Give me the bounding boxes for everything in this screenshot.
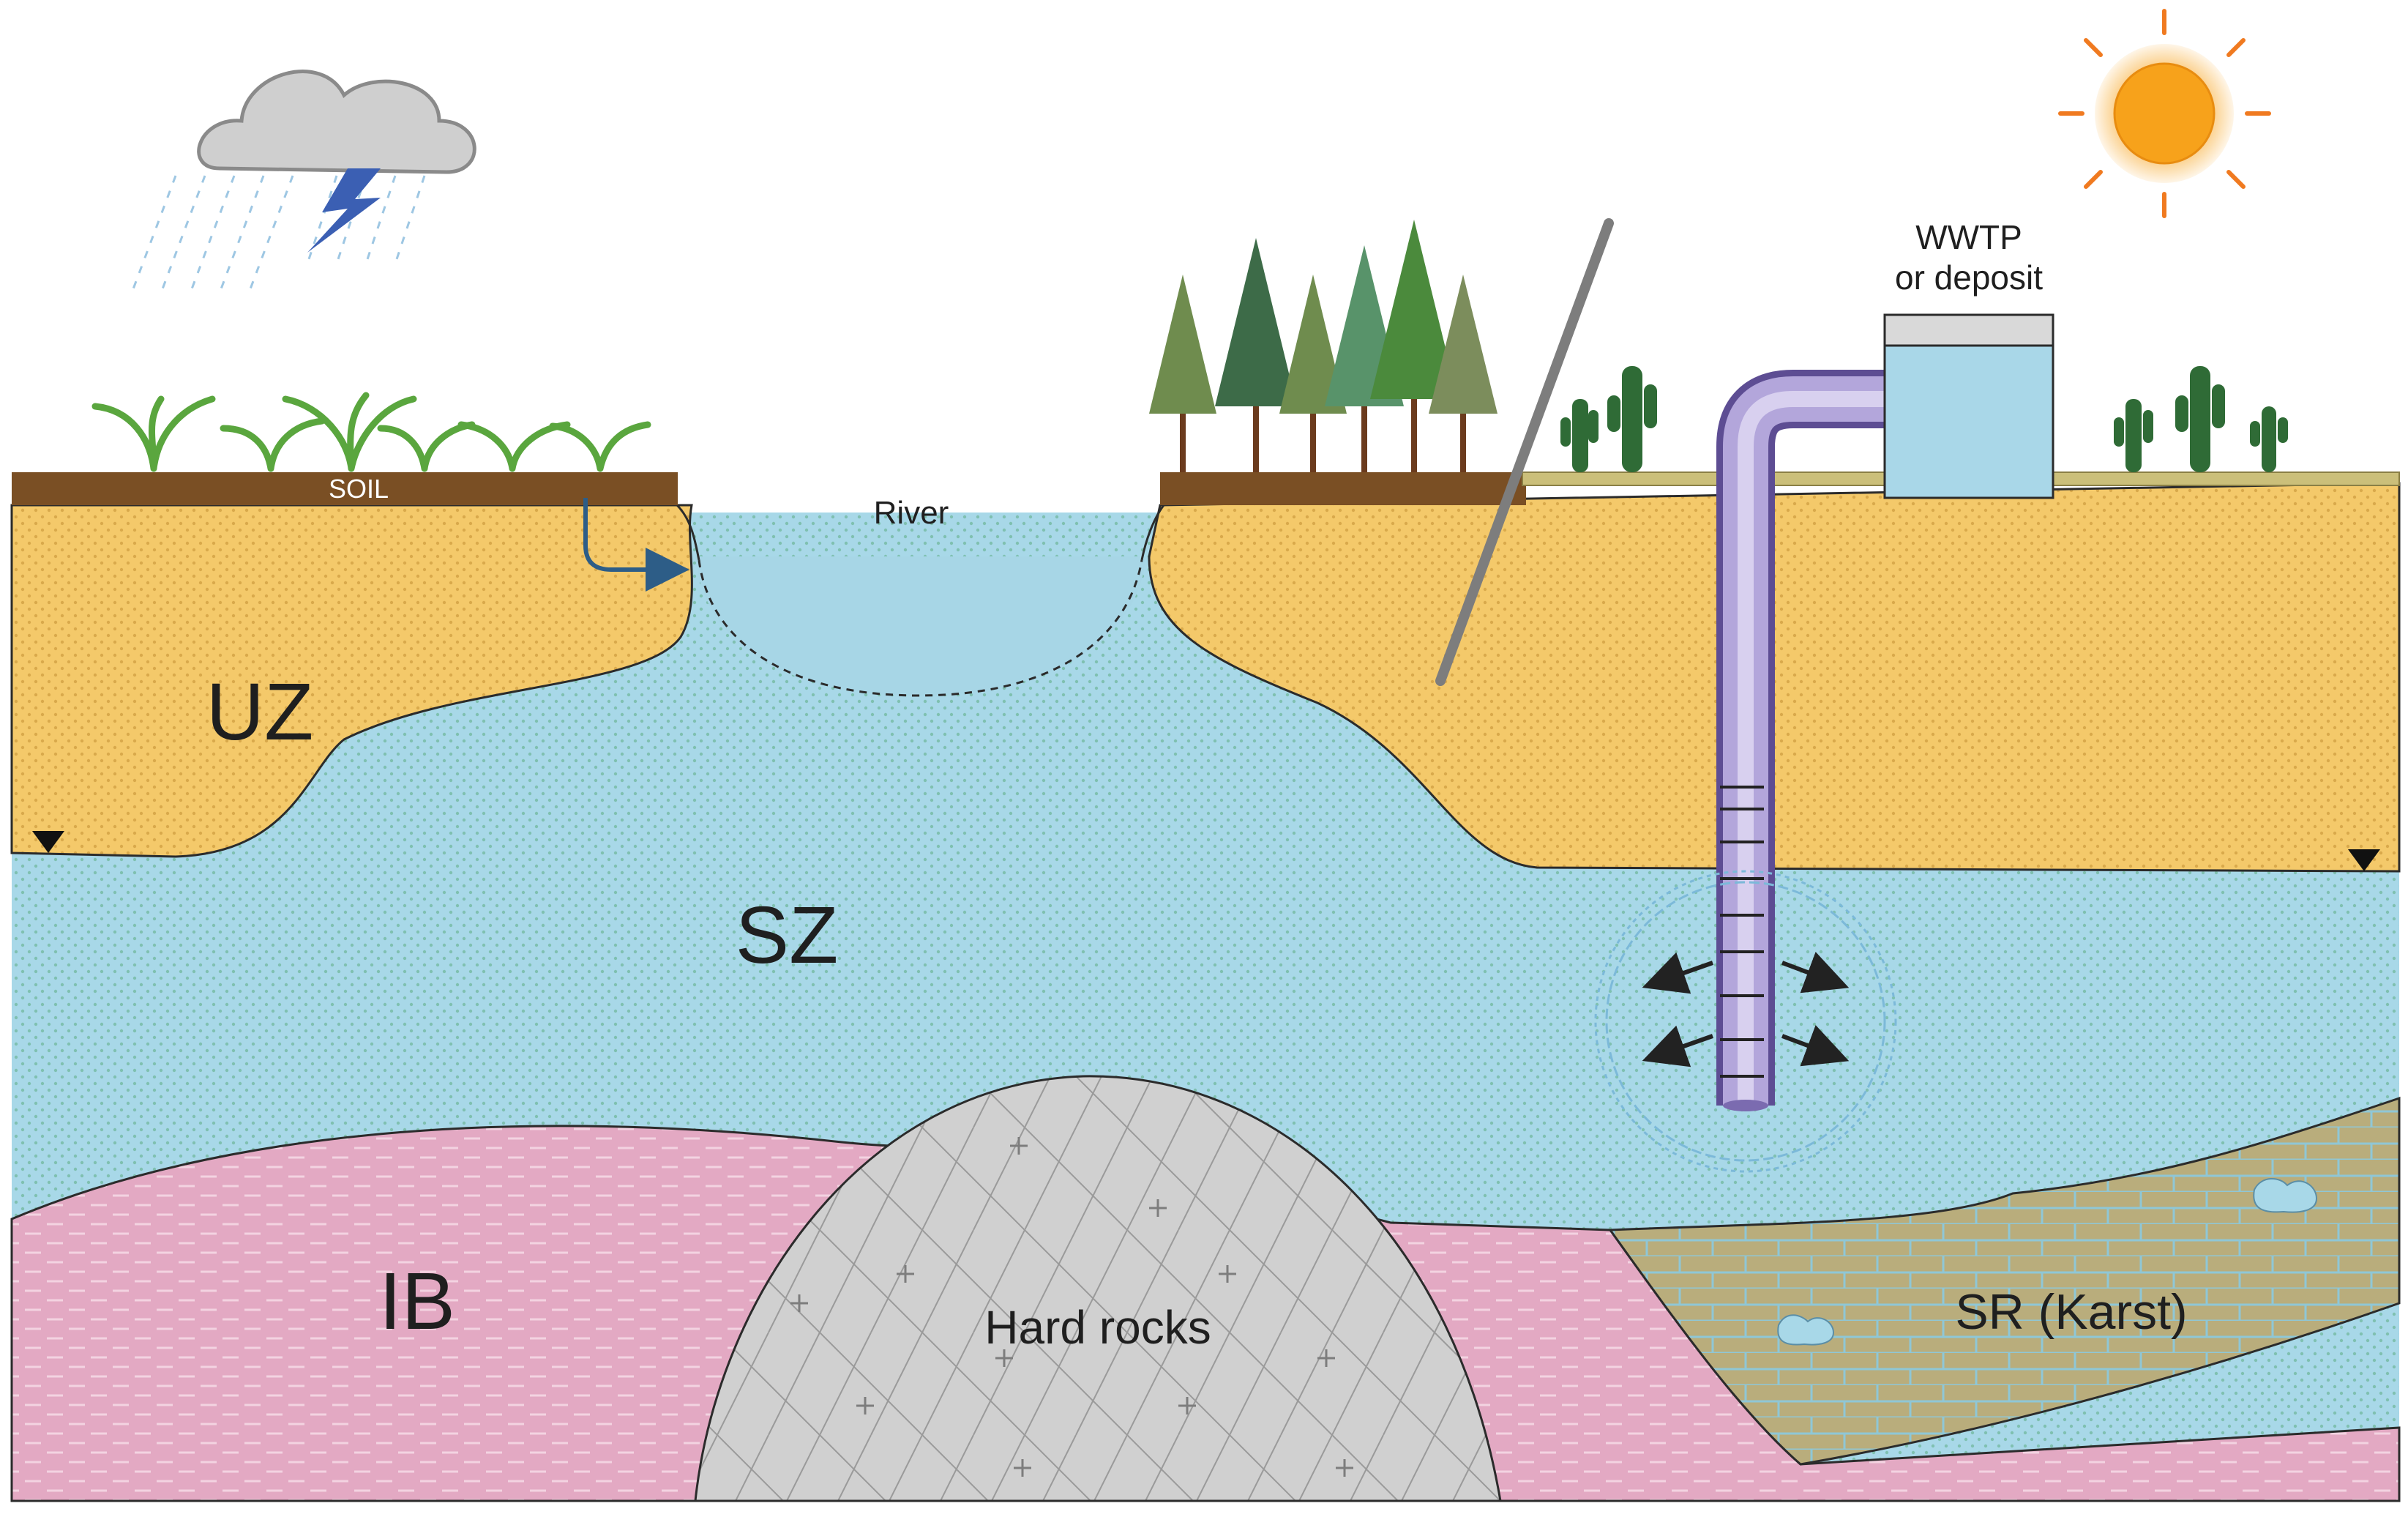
wwtp-label: WWTP [1915,218,2022,256]
ib-label: IB [379,1256,455,1346]
unsaturated-zone-left [10,504,693,858]
contamination-plume [1594,870,1897,1173]
cactus-icon [1560,366,2288,472]
river-banks [676,504,1165,561]
hard-rocks-label: Hard rocks [984,1301,1211,1354]
well-pipe-icon [1716,370,1885,1111]
hard-rocks [694,1075,1502,1502]
karst-cavity [2253,1178,2318,1213]
tank-icon [1883,313,2054,499]
sz-label: SZ [736,890,839,980]
uz-label: UZ [206,667,314,757]
karst-cavity [1777,1314,1835,1346]
infiltration-arrow [583,498,689,592]
hard-rocks-crosses [790,1137,1353,1477]
sun-icon [2058,9,2271,218]
water-table-marker-icon [2348,849,2380,871]
dispersion-arrows [1642,952,1850,1067]
pine-tree-icon [1149,220,1497,472]
karst-rock [1608,1096,2401,1466]
karst-label: SR (Karst) [1955,1284,2187,1340]
lightning-icon [307,168,381,253]
soil-layer-center [1160,472,1526,505]
river-label: River [874,495,949,531]
river-bed [698,559,1143,697]
borehole-rod [1435,218,1614,686]
soil-label: SOIL [329,474,389,504]
storm-cloud-icon [130,70,476,294]
river [695,556,1145,696]
soil-layer-left [12,472,678,505]
wwtp-sublabel: or deposit [1895,258,2043,297]
crop-plant-icon [91,392,651,472]
water-table-marker-icon [32,831,64,853]
